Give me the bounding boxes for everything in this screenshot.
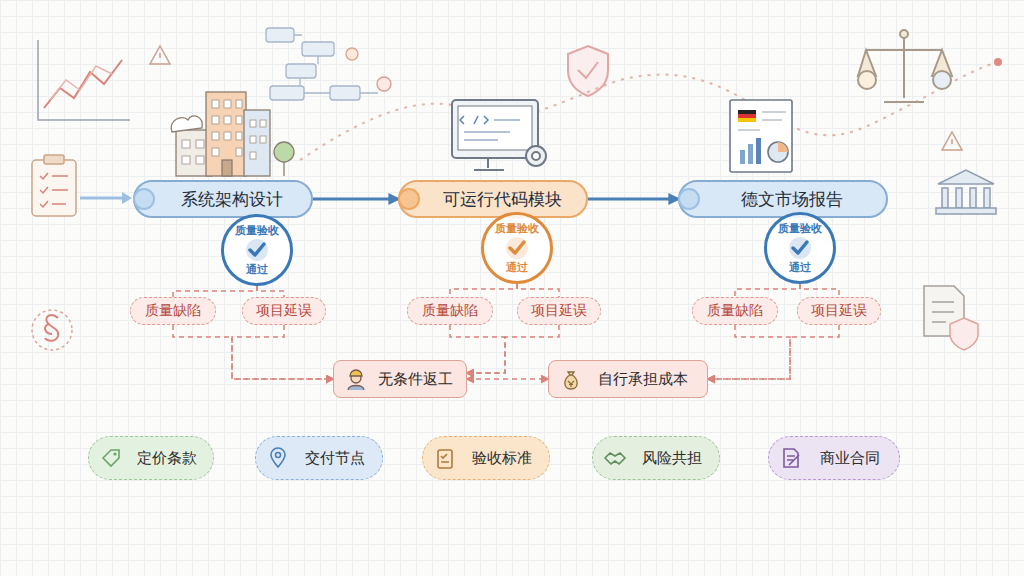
consequence-box: 自行承担成本 [548, 360, 708, 398]
process-box: 德文市场报告 [678, 180, 888, 218]
node-label: 质量缺陷 [422, 302, 478, 320]
check-mark [244, 238, 270, 262]
bag-icon [559, 367, 583, 391]
process-box: 系统架构设计 [133, 180, 313, 218]
risk-connector [517, 284, 559, 297]
section-icon [32, 310, 72, 350]
curve-dot [994, 58, 1002, 66]
input-arrow [80, 197, 124, 200]
approval-stamp: 质量验收通过 [221, 214, 293, 286]
approval-stamp: 质量验收通过 [481, 212, 553, 284]
warning-icon [150, 46, 170, 64]
chart-icon [38, 40, 130, 120]
bank-icon [936, 170, 996, 214]
node-label: 自行承担成本 [598, 370, 688, 389]
risk-tag: 质量缺陷 [692, 297, 778, 325]
node-dot [133, 188, 155, 210]
trend-curve [300, 62, 998, 160]
consequence-box: 无条件返工 [333, 360, 467, 398]
risk-connector [173, 325, 333, 379]
clip-icon [433, 446, 457, 470]
stamp-result: 通过 [789, 260, 811, 275]
topic-pill: 商业合同 [768, 436, 900, 480]
risk-tag: 项目延误 [242, 297, 326, 325]
risk-connector [708, 325, 839, 379]
node-label: 系统架构设计 [181, 188, 283, 211]
risk-tag: 项目延误 [517, 297, 601, 325]
node-label: 定价条款 [137, 449, 197, 468]
stamp-title: 质量验收 [235, 223, 279, 238]
risk-connector [708, 325, 790, 379]
tag-icon [99, 446, 123, 470]
approval-stamp: 质量验收通过 [764, 212, 836, 284]
topic-pill: 验收标准 [422, 436, 550, 480]
hand-icon [603, 446, 627, 470]
node-label: 交付节点 [305, 449, 365, 468]
building-illustration [171, 92, 294, 176]
node-label: 可运行代码模块 [443, 188, 562, 211]
report-illustration [730, 100, 792, 172]
node-label: 项目延误 [811, 302, 867, 320]
node-dot [398, 188, 420, 210]
risk-tag: 质量缺陷 [407, 297, 493, 325]
document-icon [924, 286, 978, 350]
pin-icon [266, 446, 290, 470]
node-label: 商业合同 [820, 449, 880, 468]
clipboard-icon [32, 155, 76, 216]
scale-icon [858, 30, 952, 102]
node-label: 质量缺陷 [145, 302, 201, 320]
stamp-result: 通过 [246, 262, 268, 277]
risk-connector [467, 325, 559, 373]
topic-pill: 交付节点 [255, 436, 383, 480]
stamp-title: 质量验收 [778, 221, 822, 236]
warning-icon [942, 132, 962, 150]
shield-icon [568, 46, 608, 96]
node-dot [678, 188, 700, 210]
node-label: 项目延误 [531, 302, 587, 320]
risk-tag: 项目延误 [797, 297, 881, 325]
node-label: 风险共担 [642, 449, 702, 468]
input-arrowhead [122, 192, 132, 204]
monitor-illustration [452, 100, 546, 170]
stamp-result: 通过 [506, 260, 528, 275]
risk-connector [232, 325, 333, 379]
flowchart-icon [266, 28, 391, 100]
risk-connector [450, 284, 517, 297]
node-label: 质量缺陷 [707, 302, 763, 320]
risk-connector [735, 284, 800, 297]
flow-arrow [588, 198, 678, 201]
topic-pill: 定价条款 [88, 436, 214, 480]
risk-connector [800, 284, 839, 297]
node-label: 德文市场报告 [741, 188, 843, 211]
node-label: 项目延误 [256, 302, 312, 320]
stamp-title: 质量验收 [495, 221, 539, 236]
risk-connector [173, 286, 257, 297]
topic-pill: 风险共担 [592, 436, 720, 480]
risk-connector [257, 286, 284, 297]
risk-connector [467, 378, 548, 380]
check-mark [504, 236, 530, 260]
check-mark [787, 236, 813, 260]
flow-arrow [313, 198, 398, 201]
node-label: 无条件返工 [378, 370, 453, 389]
worker-icon [344, 367, 368, 391]
risk-tag: 质量缺陷 [130, 297, 216, 325]
doc-icon [779, 446, 803, 470]
process-box: 可运行代码模块 [398, 180, 588, 218]
node-label: 验收标准 [472, 449, 532, 468]
